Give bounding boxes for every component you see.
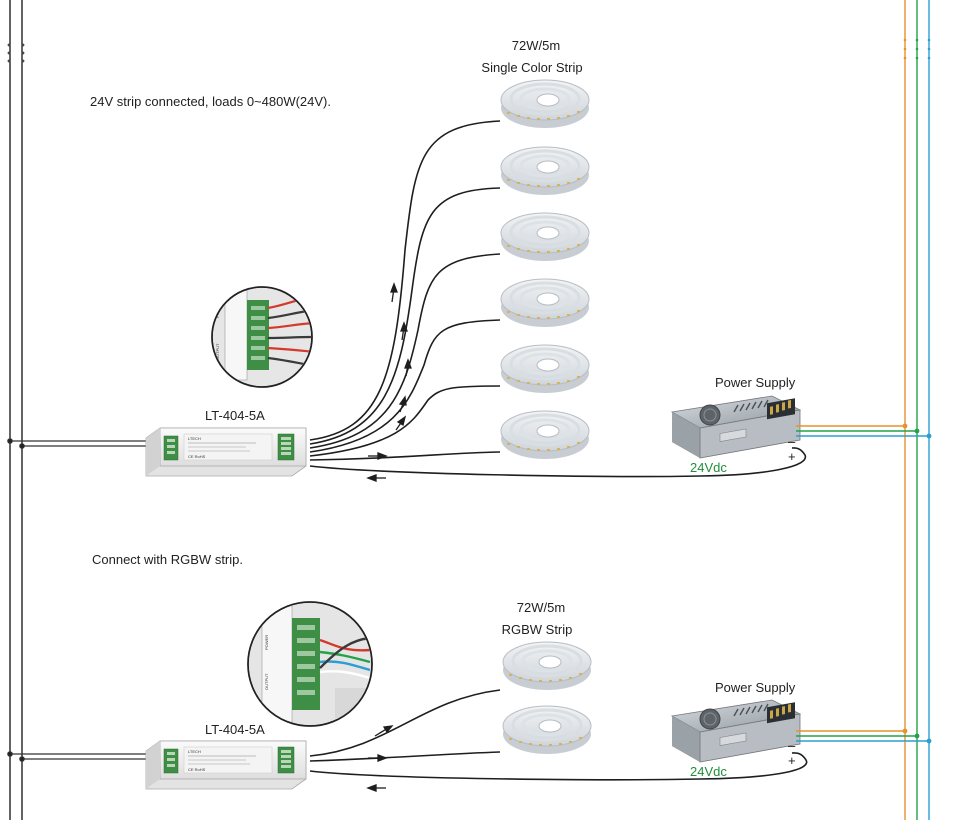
right-power-bus <box>903 0 931 820</box>
strip-spec: 72W/5m <box>517 600 565 615</box>
input-wires <box>7 751 168 762</box>
cert-label: CE RoHS <box>188 767 206 772</box>
section-single-color: 24V strip connected, loads 0~480W(24V). … <box>7 38 932 482</box>
direction-arrows <box>366 282 412 482</box>
brand-label: LTECH <box>188 436 201 441</box>
zoom-power-label: POWER <box>264 635 269 650</box>
terminal-zoom: OUTPUT POWER <box>247 601 373 727</box>
led-strip-reel <box>499 277 591 329</box>
psu-label: Power Supply <box>715 680 796 695</box>
power-supply <box>671 699 801 763</box>
led-strip-reel <box>499 343 591 395</box>
zoom-output-label: OUTPUT <box>264 673 269 690</box>
section-rgbw: Connect with RGBW strip. 72W/5m RGBW Str… <box>7 552 932 792</box>
led-strip-reel <box>499 409 591 461</box>
svg-text:–: – <box>788 738 796 753</box>
output-wires <box>309 120 501 461</box>
zoom-output-label: OUTPUT <box>215 343 220 360</box>
return-wire <box>309 447 807 478</box>
input-wires <box>7 438 168 449</box>
left-power-bus <box>7 0 25 820</box>
svg-text:+: + <box>788 449 796 464</box>
led-strip-reel <box>501 704 593 756</box>
psu-voltage: 24Vdc <box>690 764 727 779</box>
psu-label: Power Supply <box>715 375 796 390</box>
output-wires <box>309 689 501 762</box>
controller-device: LTECH CE RoHS <box>145 740 307 790</box>
led-strip-reel <box>499 211 591 263</box>
controller-device: LTECH CE RoHS <box>145 427 307 477</box>
strip-spec: 72W/5m <box>512 38 560 53</box>
psu-polarity: – + <box>788 434 796 464</box>
brand-label: LTECH <box>188 749 201 754</box>
psu-ac-wires <box>796 728 932 744</box>
controller-model: LT-404-5A <box>205 408 265 423</box>
psu-voltage: 24Vdc <box>690 460 727 475</box>
svg-text:–: – <box>788 434 796 449</box>
psu-ac-wires <box>796 423 932 439</box>
cert-label: CE RoHS <box>188 454 206 459</box>
svg-text:+: + <box>788 753 796 768</box>
power-supply <box>671 395 801 459</box>
led-strip-reel <box>501 640 593 692</box>
led-strip-reel <box>499 78 591 130</box>
strip-type: RGBW Strip <box>502 622 573 637</box>
direction-arrows <box>366 725 394 792</box>
psu-polarity: – + <box>788 738 796 768</box>
section-note: 24V strip connected, loads 0~480W(24V). <box>90 94 331 109</box>
section-note: Connect with RGBW strip. <box>92 552 243 567</box>
strip-type: Single Color Strip <box>481 60 582 75</box>
left-dots-icon <box>7 43 25 63</box>
controller-model: LT-404-5A <box>205 722 265 737</box>
return-wire <box>309 752 808 781</box>
led-strip-reel <box>499 145 591 197</box>
right-dots-icon <box>903 38 931 60</box>
terminal-zoom: OUTPUT POWER <box>211 286 313 388</box>
